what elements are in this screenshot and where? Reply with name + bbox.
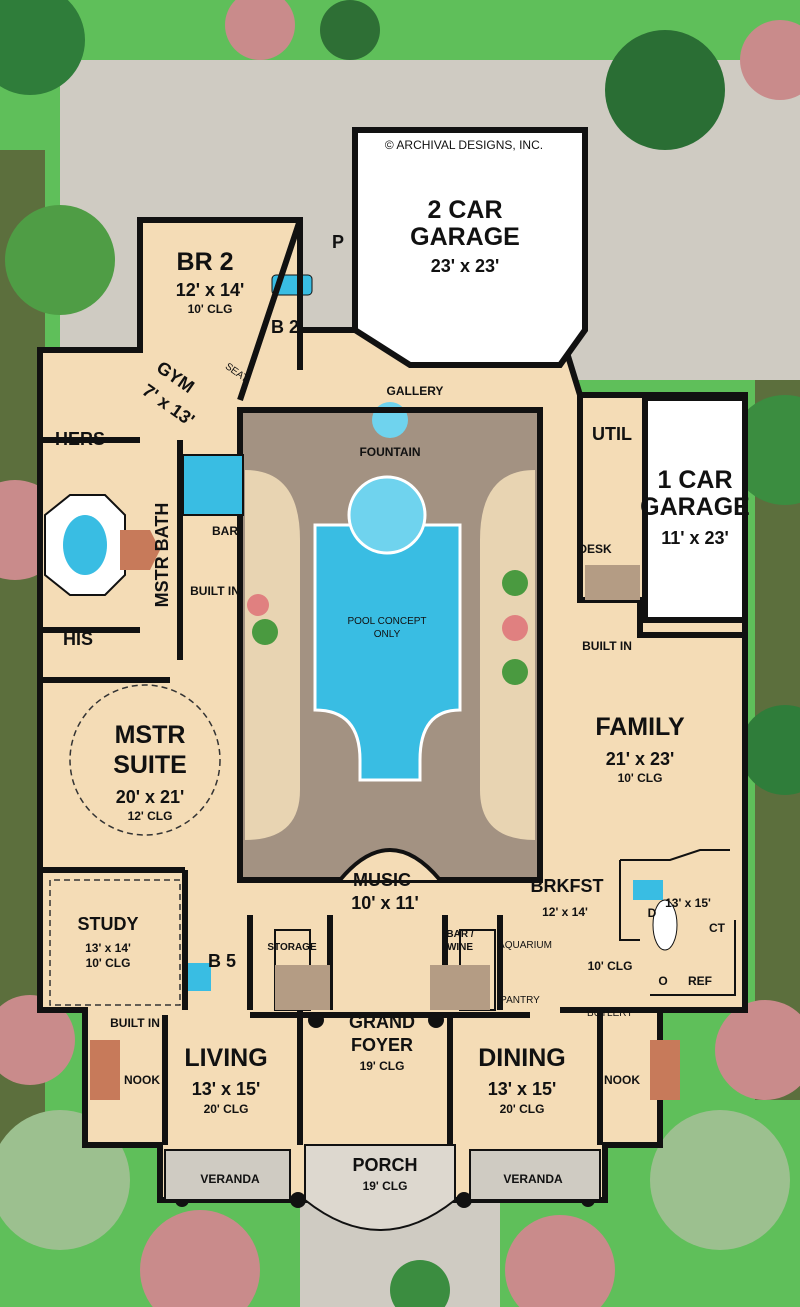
driveway (560, 130, 800, 380)
garage1-name-2: GARAGE (640, 493, 750, 521)
b2-name: B 2 (271, 317, 299, 337)
br2-clg: 10' CLG (188, 302, 233, 316)
pantry-label: PANTRY (500, 995, 540, 1006)
kitchen-island (652, 899, 678, 951)
shower (182, 454, 244, 516)
garage1-name: 1 CAR (657, 466, 732, 494)
ref-label: REF (688, 974, 712, 988)
desk-label: DESK (578, 542, 612, 556)
built-in-label-study: BUILT IN (110, 1016, 160, 1030)
study-name: STUDY (77, 914, 138, 934)
nook-left-label: NOOK (124, 1073, 160, 1087)
courtyard-planter-left (245, 470, 300, 840)
copyright-text: © ARCHIVAL DESIGNS, INC. (385, 138, 543, 152)
pool-spa (347, 475, 427, 555)
built-in-label-family: BUILT IN (582, 639, 632, 653)
storage-label: STORAGE (267, 942, 317, 953)
mstr-suite-name-2: SUITE (113, 751, 187, 779)
his-label: HIS (63, 629, 93, 649)
gallery-label: GALLERY (387, 384, 444, 398)
kitchen-size: 13' x 15' (665, 896, 711, 910)
grand-foyer-name-2: FOYER (351, 1035, 413, 1055)
garage2-size: 23' x 23' (431, 256, 500, 276)
cooktop-label: CT (709, 921, 726, 935)
pool-label: POOL CONCEPT (347, 616, 426, 627)
veranda-right-label: VERANDA (503, 1172, 563, 1186)
hers-label: HERS (55, 429, 105, 449)
util-label: UTIL (592, 424, 632, 444)
interior-walls (40, 219, 745, 1145)
mstr-suite-name: MSTR (115, 721, 186, 749)
grand-foyer-clg: 19' CLG (360, 1059, 405, 1073)
suite-ceiling-line (69, 684, 221, 836)
br2-name: BR 2 (177, 248, 234, 276)
pool (313, 523, 462, 782)
living-size: 13' x 15' (192, 1079, 261, 1099)
brkfst-name: BRKFST (531, 876, 604, 896)
aquarium-label: AQUARIUM (498, 940, 552, 951)
bar-wine-label: BAR / (446, 929, 473, 940)
built-in-label-bath: BUILT IN (190, 584, 240, 598)
courtyard-planter-right (480, 470, 535, 840)
two-car-garage (352, 127, 588, 368)
kitchen-clg: 10' CLG (588, 959, 633, 973)
mstr-bath-label: MSTR BATH (152, 503, 172, 608)
living-name: LIVING (184, 1044, 267, 1072)
kitchen-sink (633, 880, 663, 900)
dishwasher-label: D (648, 906, 657, 920)
one-car-garage (642, 395, 748, 623)
veranda-right (469, 1149, 601, 1201)
mstr-suite-size: 20' x 21' (116, 787, 185, 807)
family-clg: 10' CLG (618, 771, 663, 785)
garage1-size: 11' x 23' (661, 528, 729, 548)
living-clg: 20' CLG (204, 1102, 249, 1116)
dining-size: 13' x 15' (488, 1079, 557, 1099)
dining-name: DINING (478, 1044, 566, 1072)
butlery-label: BUTLERY (587, 1008, 633, 1019)
br2-size: 12' x 14' (176, 280, 245, 300)
nook-right-label: NOOK (604, 1073, 640, 1087)
bathtub-water (63, 515, 107, 575)
study-size: 13' x 14' (85, 941, 131, 955)
brkfst-size: 12' x 14' (542, 905, 588, 919)
veranda-left-label: VERANDA (200, 1172, 260, 1186)
p-name: P (332, 232, 344, 252)
porch-name: PORCH (352, 1155, 417, 1175)
music-name: MUSIC (353, 870, 411, 890)
pool-label-2: ONLY (374, 629, 401, 640)
family-size: 21' x 23' (606, 749, 675, 769)
b5-name: B 5 (208, 951, 236, 971)
nook-left-fireplace (90, 1040, 120, 1100)
veranda-left (164, 1149, 291, 1201)
oven-label: O (658, 974, 667, 988)
study-clg: 10' CLG (86, 956, 131, 970)
grand-foyer-name: GRAND (349, 1012, 415, 1032)
mstr-suite-clg: 12' CLG (128, 809, 173, 823)
family-name: FAMILY (595, 713, 685, 741)
tub-deck (120, 530, 160, 570)
dining-clg: 20' CLG (500, 1102, 545, 1116)
study-ceiling-line (49, 879, 181, 1006)
porch (304, 1144, 456, 1231)
bar-label: BAR (212, 524, 238, 538)
garage2-name: 2 CAR (427, 196, 502, 224)
fountain-label: FOUNTAIN (359, 445, 420, 459)
bar-wine-label-2: WINE (447, 942, 473, 953)
music-size: 10' x 11' (351, 893, 419, 913)
nook-right-fireplace (650, 1040, 680, 1100)
porch-clg: 19' CLG (363, 1179, 408, 1193)
music-bay (338, 848, 442, 882)
stairs (275, 565, 640, 1010)
garage2-name-2: GARAGE (410, 223, 520, 251)
planters (247, 570, 528, 685)
